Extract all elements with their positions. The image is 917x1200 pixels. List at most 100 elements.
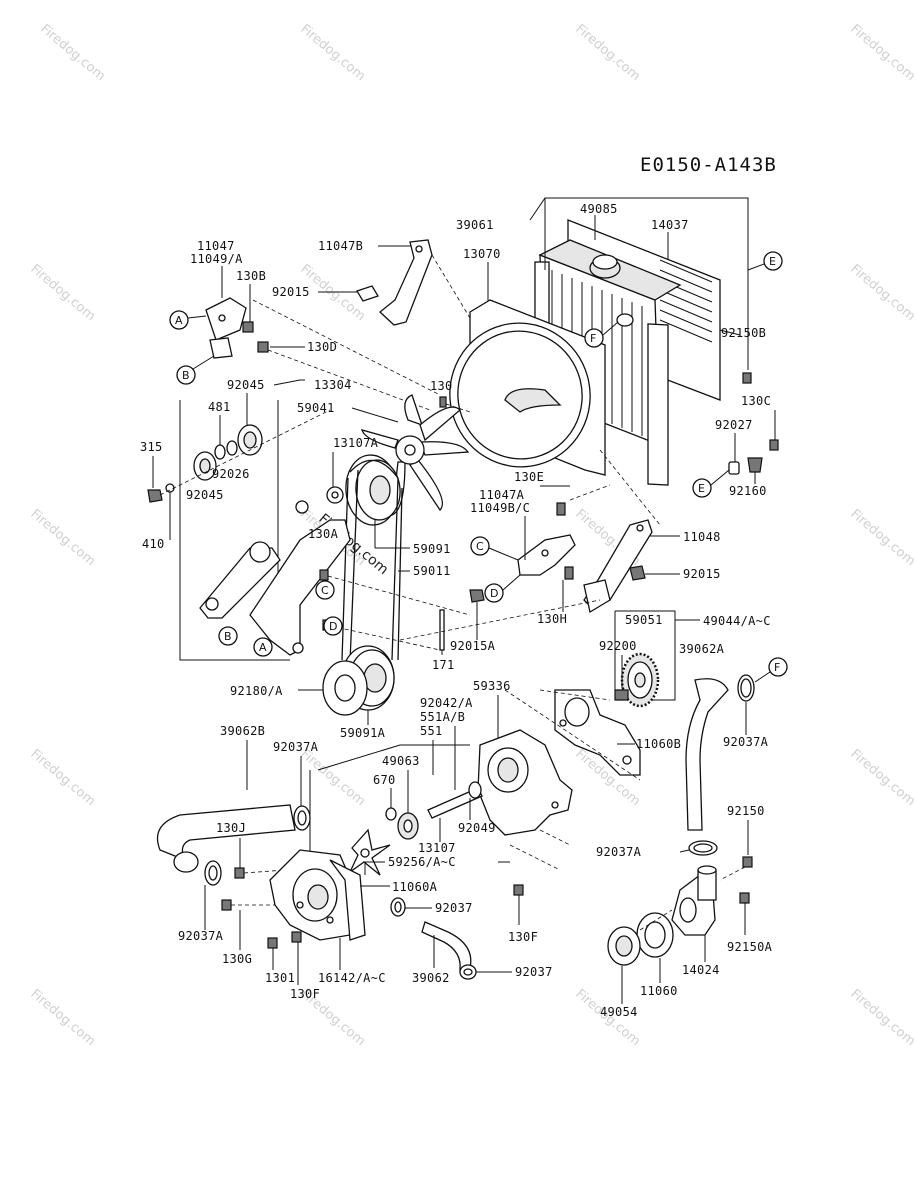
part-label-59041: 59041	[297, 401, 335, 415]
part-label-130d: 130D	[307, 340, 337, 354]
callout-c-left: C	[315, 580, 335, 600]
hose-39062	[421, 921, 472, 971]
callout-e-top: E	[763, 251, 783, 271]
part-label-670: 670	[373, 773, 396, 787]
callout-e-mid: E	[692, 478, 712, 498]
part-label-13107a: 13107A	[333, 436, 379, 450]
callout-f-top: F	[584, 328, 604, 348]
diagram-code: E0150-A143B	[640, 154, 777, 176]
part-label-92015-top: 92015	[272, 285, 310, 299]
part-label-11060: 11060	[640, 984, 678, 998]
belt-59011	[341, 459, 403, 663]
part-label-92150b: 92150B	[721, 326, 766, 340]
part-label-13107: 13107	[418, 841, 456, 855]
gasket-11060b	[554, 689, 641, 776]
svg-text:A: A	[259, 641, 267, 654]
part-label-130a: 130A	[308, 527, 339, 541]
part-label-92037-a: 92037	[435, 901, 473, 915]
part-label-551ab: 551A/B	[420, 710, 465, 724]
part-label-92037a-left: 92037A	[273, 740, 319, 754]
part-label-39062: 39062	[412, 971, 450, 985]
svg-text:C: C	[476, 540, 484, 553]
callout-d-left: D	[323, 616, 343, 636]
svg-text:D: D	[490, 587, 498, 600]
part-label-92045-top: 92045	[227, 378, 265, 392]
watermark: Firedog.com	[37, 22, 108, 85]
part-label-130f-right: 130F	[508, 930, 538, 944]
part-label-39062a: 39062A	[679, 642, 725, 656]
part-label-13070: 13070	[463, 247, 501, 261]
bracket-11048	[583, 519, 653, 614]
part-label-130b: 130B	[236, 269, 266, 283]
part-label-16142: 16142/A~C	[318, 971, 386, 985]
part-label-59091a: 59091A	[340, 726, 386, 740]
hose-39062b	[156, 804, 296, 873]
part-label-11049a: 11049/A	[190, 252, 243, 266]
part-label-49085: 49085	[580, 202, 618, 216]
part-label-92049: 92049	[458, 821, 496, 835]
part-label-11047b: 11047B	[318, 239, 363, 253]
clamp-92037-a	[390, 897, 406, 917]
watermark: Firedog.com	[847, 507, 917, 570]
part-label-130c: 130C	[741, 394, 771, 408]
callout-e-letter: E	[769, 255, 776, 268]
part-label-130f-bot: 130F	[290, 987, 320, 1001]
callout-f-letter: F	[590, 332, 596, 345]
part-label-130g: 130G	[222, 952, 252, 966]
gasket-11060	[636, 912, 674, 958]
svg-text:B: B	[224, 630, 232, 643]
part-label-49044: 49044/A~C	[703, 614, 771, 628]
fan-shroud	[449, 299, 606, 476]
watermark: Firedog.com	[572, 22, 643, 85]
bracket-11047b	[356, 239, 433, 326]
callout-d-mid: D	[484, 583, 504, 603]
callout-b-top: B	[176, 365, 196, 385]
watermark: Firedog.com	[27, 987, 98, 1050]
part-label-59011: 59011	[413, 564, 451, 578]
part-label-59336: 59336	[473, 679, 511, 693]
part-label-92037a-right: 92037A	[723, 735, 769, 749]
watermark: Firedog.com	[847, 262, 917, 325]
part-label-92037-b: 92037	[515, 965, 553, 979]
part-label-481: 481	[208, 400, 231, 414]
callout-b-left: B	[218, 626, 238, 646]
clamp-92037a-a	[293, 805, 311, 831]
part-label-92026: 92026	[212, 467, 250, 481]
callout-f-mid: F	[768, 657, 788, 677]
part-label-49063: 49063	[382, 754, 420, 768]
part-label-39061: 39061	[456, 218, 494, 232]
shaft-13107	[427, 781, 483, 819]
watermark: Firedog.com	[297, 22, 368, 85]
svg-text:D: D	[329, 620, 337, 633]
tensioner-arm	[199, 486, 351, 656]
part-label-92160: 92160	[729, 484, 767, 498]
watermark: Firedog.com	[847, 747, 917, 810]
part-label-92037a-mid: 92037A	[596, 845, 642, 859]
part-label-92150: 92150	[727, 804, 765, 818]
callout-a-left: A	[253, 637, 273, 657]
pulley-plate-92180a	[322, 660, 368, 716]
part-label-92150a: 92150A	[727, 940, 773, 954]
watermark: Firedog.com	[27, 262, 98, 325]
part-label-11047: 11047	[197, 239, 235, 253]
part-label-59256: 59256/A~C	[388, 855, 456, 869]
clamp-92037a-b	[204, 860, 222, 886]
part-label-171: 171	[432, 658, 455, 672]
part-label-130h: 130H	[537, 612, 567, 626]
watermark: Firedog.com	[27, 747, 98, 810]
part-label-551: 551	[420, 724, 443, 738]
thermostat-housing-14024	[671, 865, 717, 936]
part-label-315: 315	[140, 440, 163, 454]
part-label-11060b: 11060B	[636, 737, 681, 751]
clamp-92037-b	[459, 964, 477, 980]
watermark: Firedog.com	[297, 747, 368, 810]
gear-59051	[620, 652, 660, 708]
clamp-92037a-right	[737, 674, 755, 702]
svg-text:B: B	[182, 369, 190, 382]
bracket-11047a	[517, 534, 576, 580]
watermark: Firedog.com	[27, 507, 98, 570]
part-label-49054: 49054	[600, 1005, 638, 1019]
svg-text:A: A	[175, 314, 183, 327]
